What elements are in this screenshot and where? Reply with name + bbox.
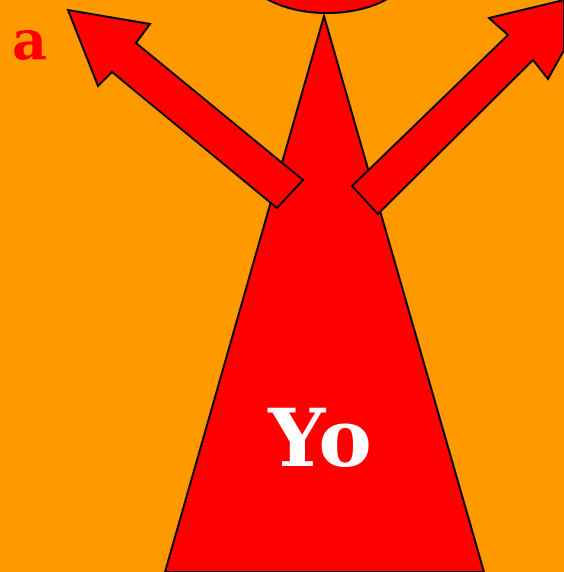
corner-letter: a <box>12 8 47 72</box>
center-text: Yo <box>267 391 372 485</box>
